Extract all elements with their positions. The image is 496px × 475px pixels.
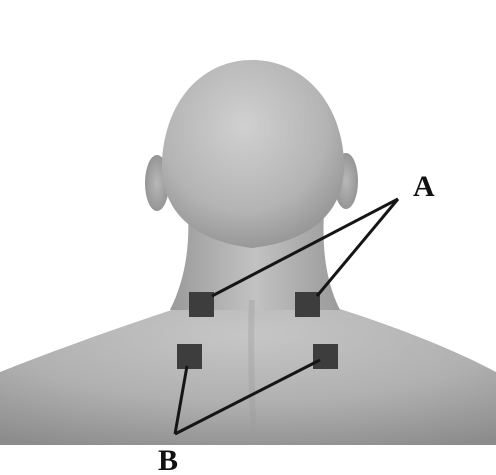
electrode-upper-left	[189, 292, 214, 317]
label-a: A	[413, 170, 435, 203]
label-b: B	[158, 444, 178, 475]
electrode-upper-right	[295, 292, 320, 317]
electrode-lower-right	[313, 344, 338, 369]
head	[162, 60, 344, 248]
upper-back	[0, 306, 496, 445]
spine-shading	[251, 300, 254, 445]
leader-line-a-right	[317, 199, 398, 296]
electrode-lower-left	[177, 344, 202, 369]
